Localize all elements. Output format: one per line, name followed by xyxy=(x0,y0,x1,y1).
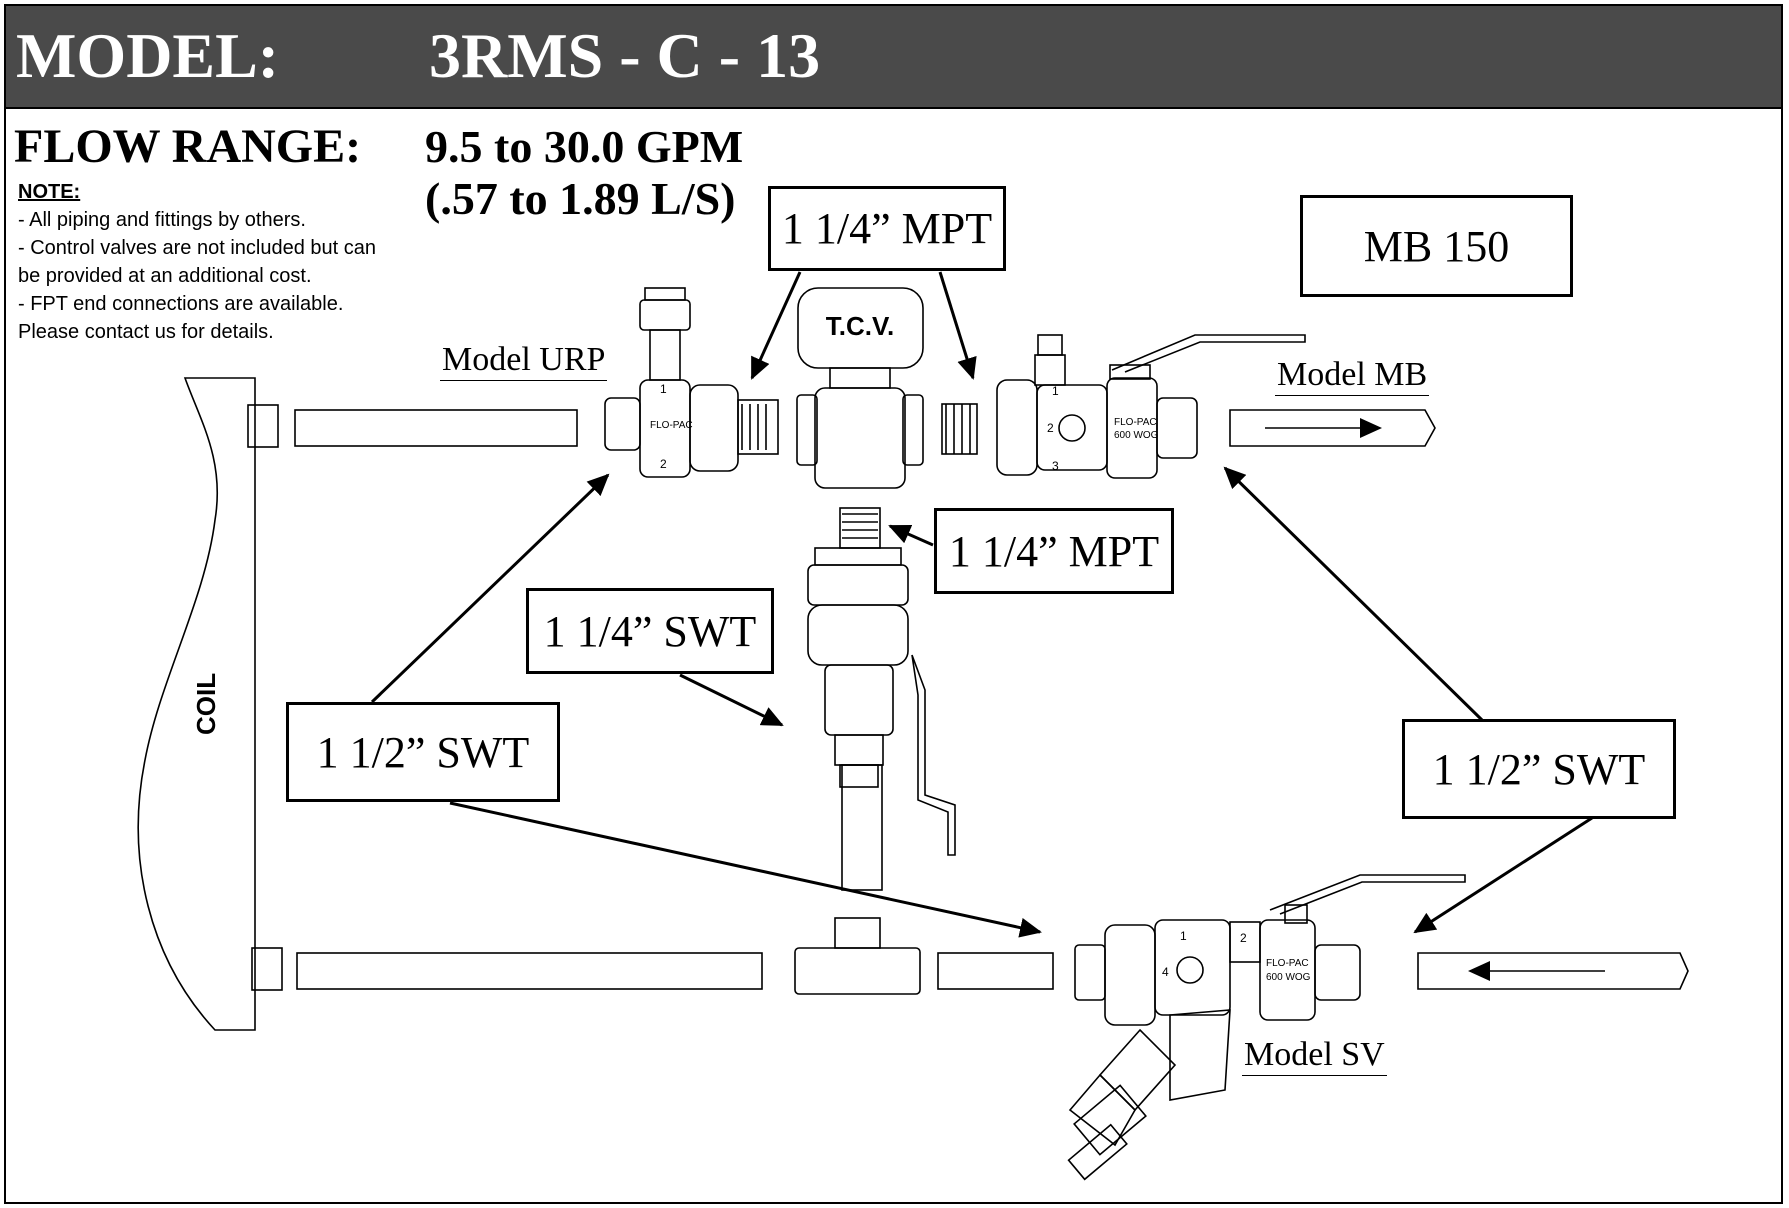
sv-marking: FLO-PAC xyxy=(1266,958,1309,969)
arrow-swt-114 xyxy=(679,673,784,727)
branch-ball-valve xyxy=(824,664,894,736)
arrow-mpt-top-left xyxy=(750,271,802,380)
callout-swt-112-right: 1 1/2” SWT xyxy=(1402,719,1676,819)
mb-marking: FLO-PAC xyxy=(1114,417,1157,428)
callout-swt-112-left: 1 1/2” SWT xyxy=(286,702,560,802)
port-label: 1 xyxy=(660,382,667,396)
coil-top-stub xyxy=(247,404,279,448)
flow-range-label: FLOW RANGE: xyxy=(14,120,362,173)
tcv-label: T.C.V. xyxy=(826,311,894,341)
coil-shape xyxy=(137,377,256,1031)
arrow-swt-112-left-down xyxy=(449,801,1042,938)
flow-range-gpm: 9.5 to 30.0 GPM xyxy=(425,121,744,172)
arrow-swt-112-right-up xyxy=(1223,466,1484,722)
model-mb-label: Model MB xyxy=(1275,355,1430,396)
note-line: - FPT end connections are available. xyxy=(18,293,344,315)
pipe-bottom-right xyxy=(1417,952,1689,990)
note-line: Please contact us for details. xyxy=(18,321,274,343)
tcv-valve xyxy=(796,287,924,489)
header-bar: MODEL: 3RMS - C - 13 xyxy=(4,4,1783,109)
port-label: 3 xyxy=(1052,459,1059,473)
branch-handle xyxy=(911,654,956,856)
callout-mpt-top: 1 1/4” MPT xyxy=(768,186,1006,271)
page-frame xyxy=(4,4,1783,1204)
port-label: 2 xyxy=(660,457,667,471)
callout-mb150: MB 150 xyxy=(1300,195,1573,297)
model-urp-label: Model URP xyxy=(440,340,608,381)
note-line: - All piping and fittings by others. xyxy=(18,209,306,231)
arrow-mpt-mid xyxy=(888,524,934,547)
port-label: 2 xyxy=(1240,931,1247,945)
pipe-top-right xyxy=(1229,409,1436,447)
pipe-bottom-left xyxy=(296,952,763,990)
port-label: 2 xyxy=(1047,421,1054,435)
mb-valve xyxy=(941,334,1306,479)
port-label: 1 xyxy=(1052,384,1059,398)
model-value: 3RMS - C - 13 xyxy=(429,20,821,91)
branch-pipe xyxy=(841,764,883,891)
note-line: be provided at an additional cost. xyxy=(18,265,312,287)
branch-union xyxy=(807,564,909,606)
notes-block: NOTE: - All piping and fittings by other… xyxy=(18,178,376,346)
note-line: - Control valves are not included but ca… xyxy=(18,237,376,259)
sv-valve xyxy=(1067,874,1466,1181)
flow-range-ls: (.57 to 1.89 L/S) xyxy=(425,173,736,224)
port-label: 4 xyxy=(1162,965,1169,979)
callout-swt-114: 1 1/4” SWT xyxy=(526,588,774,674)
urp-marking: FLO-PAC xyxy=(650,420,693,431)
arrow-swt-112-right-down xyxy=(1413,816,1593,934)
coil-bottom-stub xyxy=(251,947,283,991)
pipe-bottom-mid xyxy=(937,952,1054,990)
notes-title: NOTE: xyxy=(18,181,81,203)
arrow-swt-112-left-up xyxy=(370,473,610,704)
mb-marking-wog: 600 WOG xyxy=(1114,430,1159,441)
model-label: MODEL: xyxy=(16,20,280,91)
pipe-top-left xyxy=(294,409,578,447)
callout-mpt-mid: 1 1/4” MPT xyxy=(934,508,1174,594)
port-label: 1 xyxy=(1180,929,1187,943)
arrow-mpt-top-right xyxy=(938,271,977,380)
coil-label: COIL xyxy=(191,672,221,735)
tee xyxy=(794,947,921,995)
model-sv-label: Model SV xyxy=(1242,1035,1387,1076)
sv-marking-wog: 600 WOG xyxy=(1266,972,1311,983)
urp-valve xyxy=(604,287,779,478)
